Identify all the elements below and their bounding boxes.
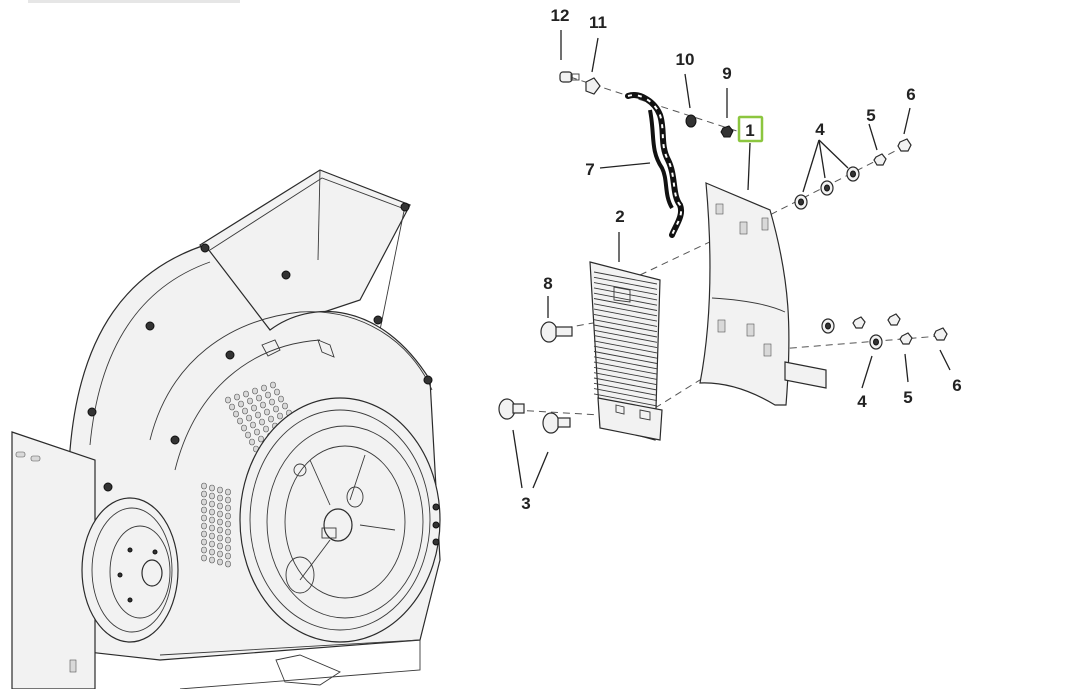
side-panel <box>11 431 96 689</box>
callout-11[interactable]: 11 <box>589 13 607 32</box>
bolts-3 <box>498 398 571 434</box>
small-pulley <box>81 497 179 643</box>
callout-9[interactable]: 9 <box>722 64 731 83</box>
callout-10[interactable]: 10 <box>676 50 695 69</box>
callout-12[interactable]: 12 <box>551 6 570 25</box>
callout-5-upper[interactable]: 5 <box>866 106 875 125</box>
selected-callout-highlight <box>737 115 764 143</box>
callout-6-lower[interactable]: 6 <box>952 376 961 395</box>
leader-lines <box>512 30 951 489</box>
top-divider <box>28 0 240 3</box>
callout-7[interactable]: 7 <box>585 160 594 179</box>
upper-hardware <box>794 138 912 210</box>
callout-6-upper[interactable]: 6 <box>906 85 915 104</box>
callout-2[interactable]: 2 <box>615 207 624 226</box>
grated-screen <box>589 261 663 441</box>
bolt-12 <box>559 71 580 83</box>
callout-labels: 12 11 10 9 1 4 5 6 7 2 8 4 5 6 3 <box>521 6 961 513</box>
callout-8[interactable]: 8 <box>543 274 552 293</box>
washer-10 <box>685 114 697 128</box>
housing-bolts <box>87 202 433 492</box>
large-pulley <box>239 397 441 643</box>
callout-1[interactable]: 1 <box>745 121 754 140</box>
callout-5-lower[interactable]: 5 <box>903 388 912 407</box>
lower-hardware <box>821 313 948 350</box>
callout-4-lower[interactable]: 4 <box>857 392 867 411</box>
callout-3[interactable]: 3 <box>521 494 530 513</box>
nut-9 <box>720 125 734 138</box>
chain <box>625 92 684 238</box>
callout-4-upper[interactable]: 4 <box>815 120 825 139</box>
fitting-11 <box>585 77 601 95</box>
blower-housing-assembly <box>11 169 441 689</box>
liner-plate <box>699 182 827 406</box>
bolt-8 <box>540 321 573 343</box>
